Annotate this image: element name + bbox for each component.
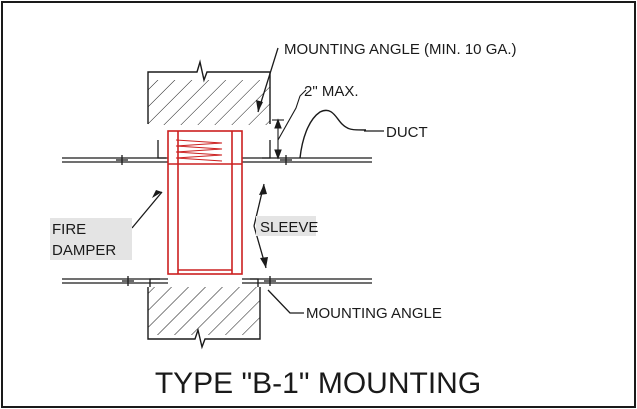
mounting-angles (116, 140, 292, 287)
fire-damper (167, 130, 243, 275)
sleeve-label-bg (256, 216, 316, 236)
max-gap-label: 2" MAX. (304, 83, 359, 100)
lower-wall (147, 287, 261, 350)
diagram-title: TYPE "B-1" MOUNTING (155, 367, 481, 400)
max-gap-dimension (272, 89, 307, 160)
fire-damper-label-line1: FIRE (52, 221, 86, 238)
duct-curve (299, 109, 367, 159)
damper-label-bg (50, 218, 132, 260)
fire-damper-label-line2: DAMPER (52, 242, 116, 259)
mounting-angle-bottom-label: MOUNTING ANGLE (306, 305, 442, 322)
mounting-angle-top-label: MOUNTING ANGLE (MIN. 10 GA.) (284, 41, 517, 58)
upper-wall (147, 59, 271, 125)
sleeve-label: SLEEVE (260, 219, 318, 236)
duct-label: DUCT (386, 124, 428, 141)
leader-arrowheads (152, 100, 268, 268)
